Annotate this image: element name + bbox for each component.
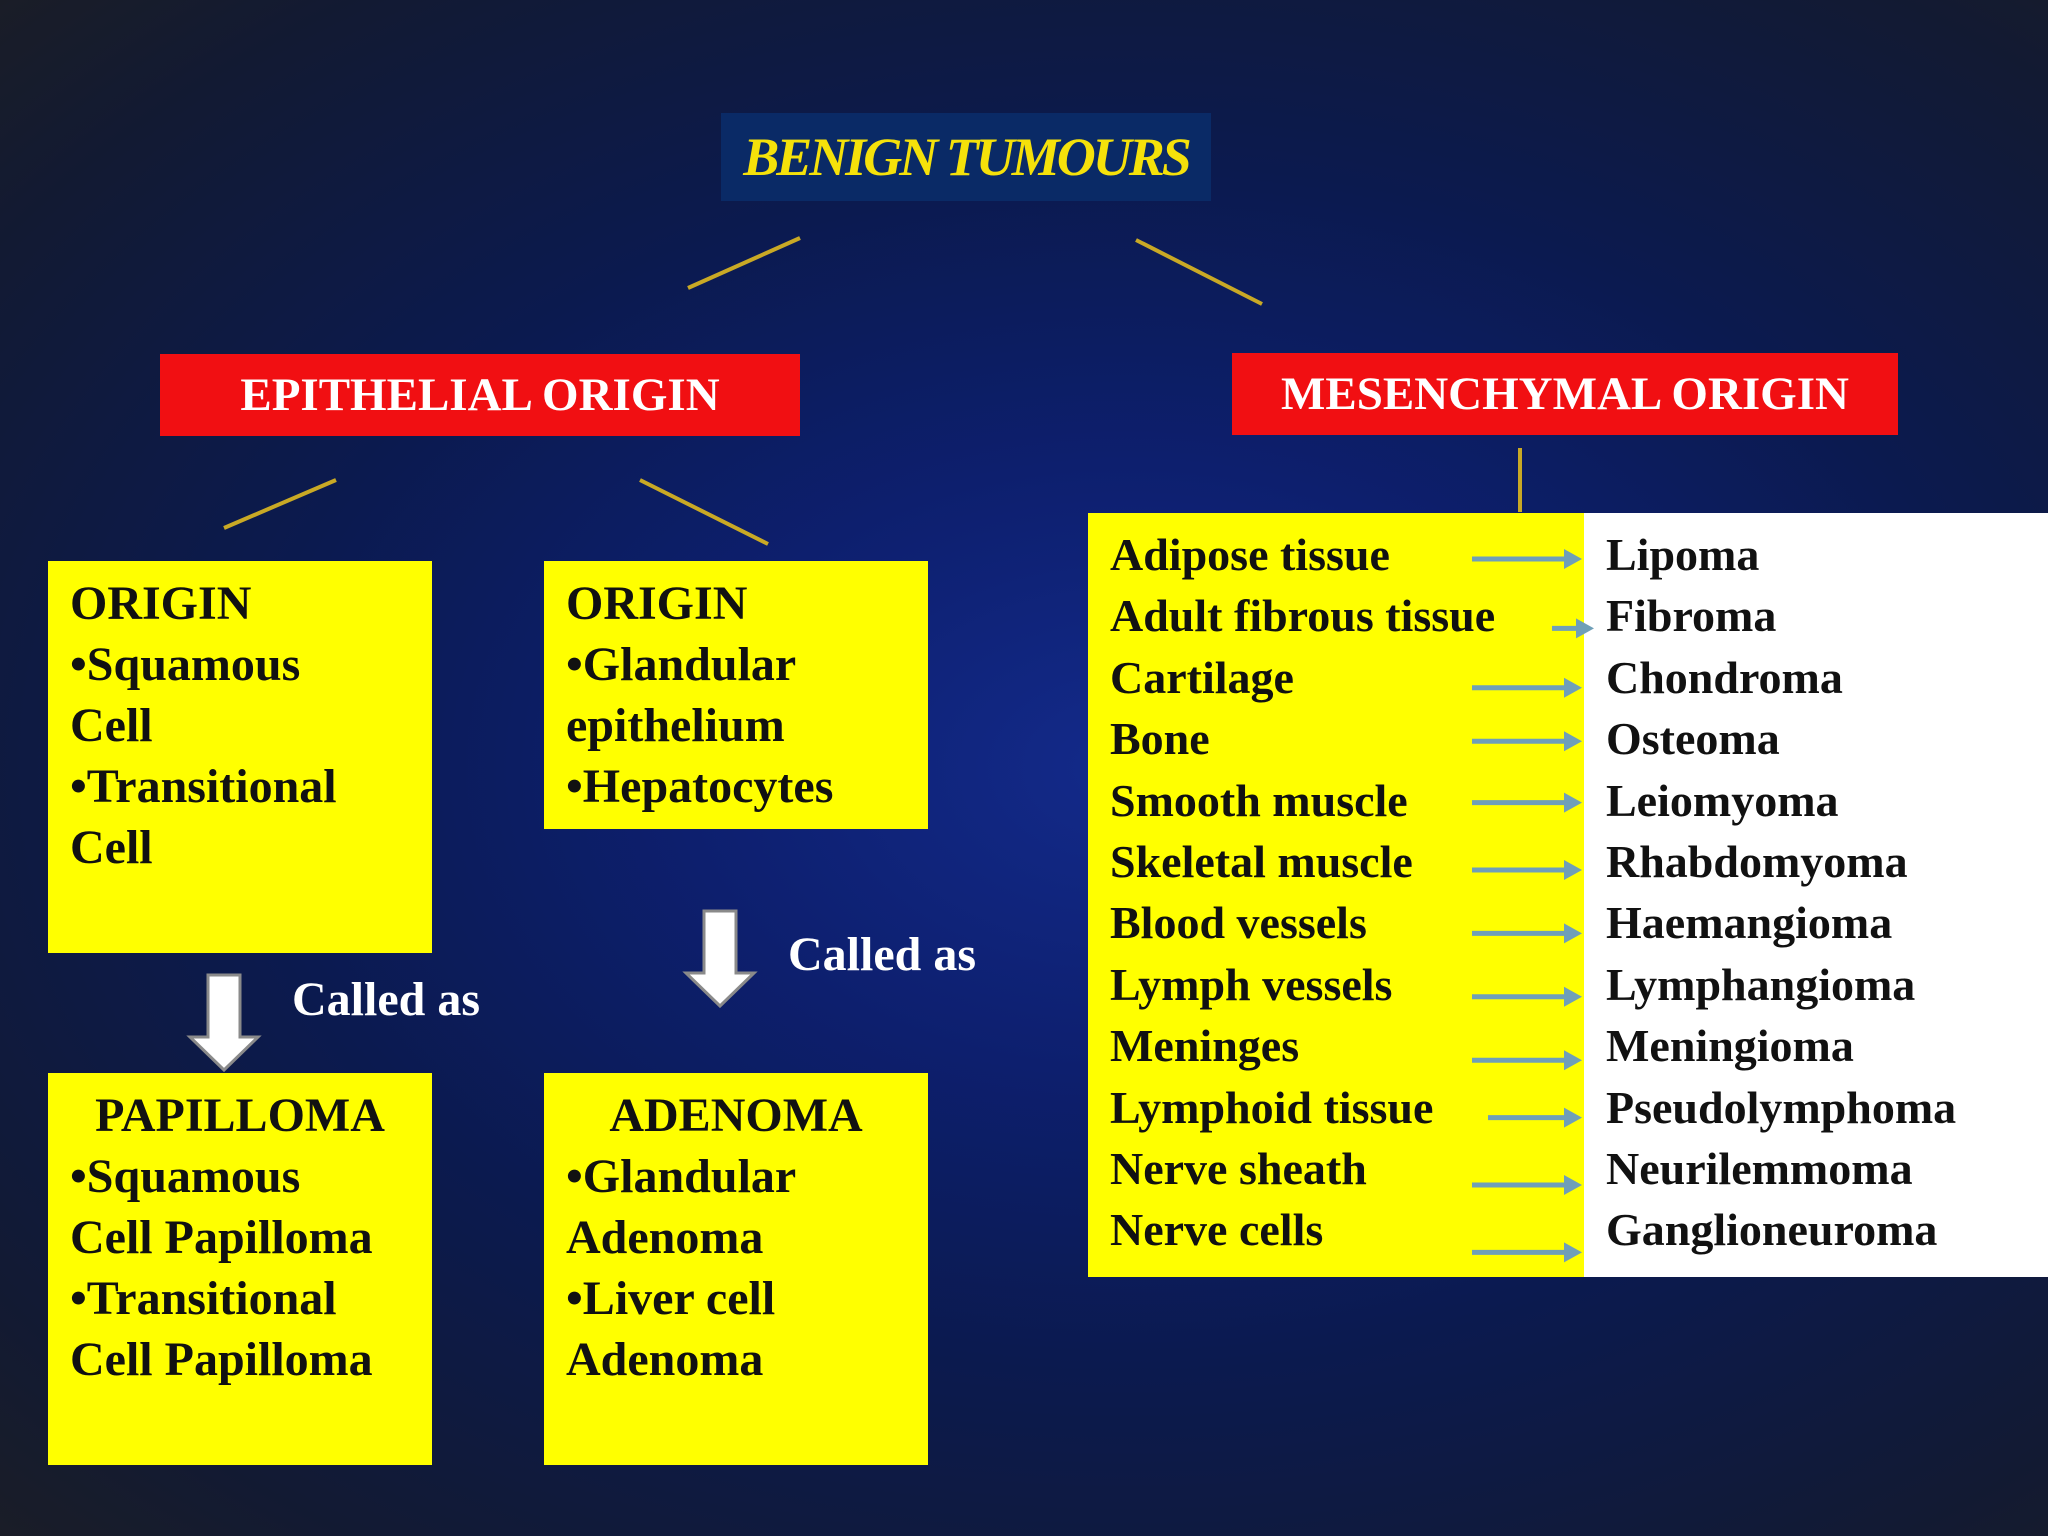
mesenchymal-tumour-panel <box>1584 513 2048 1277</box>
box-line: •Glandular <box>566 1150 797 1203</box>
squamous-origin-box: ORIGIN •Squamous Cell •Transitional Cell <box>48 561 432 953</box>
tumour-label: Ganglioneuroma <box>1606 1204 1938 1256</box>
tissue-label: Lymph vessels <box>1110 958 1393 1010</box>
called-as-label: Called as <box>292 973 481 1026</box>
down-arrow-icon <box>682 909 758 1009</box>
box-line: •Glandular <box>566 638 797 691</box>
tumour-label: Lymphangioma <box>1606 958 1916 1010</box>
tissue-label: Nerve cells <box>1110 1204 1324 1256</box>
box-line: •Transitional <box>70 1272 337 1325</box>
connector-epithelial-to-glandular <box>639 478 769 546</box>
box-line: Cell <box>70 821 153 874</box>
papilloma-title: PAPILLOMA <box>95 1089 385 1142</box>
box-line: ORIGIN <box>70 577 252 630</box>
box-line: Cell Papilloma <box>70 1211 373 1264</box>
tissue-label: Meninges <box>1110 1020 1300 1072</box>
mesenchymal-tissue-panel <box>1088 513 1584 1277</box>
box-line: Cell Papilloma <box>70 1333 373 1386</box>
tissue-label: Adipose tissue <box>1110 529 1390 580</box>
box-line: epithelium <box>566 699 785 752</box>
tumour-label: Leiomyoma <box>1606 774 1839 826</box>
box-line: •Transitional <box>70 760 337 813</box>
box-line: Cell <box>70 699 153 752</box>
epithelial-origin-header: EPITHELIAL ORIGIN <box>160 354 800 436</box>
tumour-label: Lipoma <box>1606 529 1760 580</box>
box-line: •Squamous <box>70 638 301 691</box>
papilloma-box: PAPILLOMA •Squamous Cell Papilloma •Tran… <box>48 1073 432 1465</box>
glandular-origin-box: ORIGIN •Glandular epithelium •Hepatocyte… <box>544 561 928 829</box>
tissue-label: Cartilage <box>1110 651 1294 703</box>
box-line: •Hepatocytes <box>566 760 834 813</box>
tissue-label: Lymphoid tissue <box>1110 1081 1434 1133</box>
down-arrow-icon <box>186 973 262 1073</box>
tumour-label: Osteoma <box>1606 713 1780 765</box>
adenoma-title: ADENOMA <box>609 1089 863 1142</box>
page-title: BENIGN TUMOURS <box>743 127 1192 187</box>
tumour-label: Rhabdomyoma <box>1606 836 1908 887</box>
box-line: Adenoma <box>566 1333 764 1386</box>
tissue-label: Bone <box>1110 713 1210 765</box>
tumour-label: Pseudolymphoma <box>1606 1081 1957 1133</box>
title-box: BENIGN TUMOURS <box>721 113 1211 201</box>
adenoma-box: ADENOMA •Glandular Adenoma •Liver cell A… <box>544 1073 928 1465</box>
tissue-label: Skeletal muscle <box>1110 836 1413 887</box>
box-line: •Squamous <box>70 1150 301 1203</box>
mesenchymal-origin-header: MESENCHYMAL ORIGIN <box>1232 353 1898 435</box>
tumour-label: Haemangioma <box>1606 897 1893 949</box>
tumour-label: Neurilemmoma <box>1606 1143 1913 1194</box>
connector-title-to-mesenchymal <box>1135 238 1263 306</box>
box-line: ORIGIN <box>566 577 748 630</box>
tissue-label: Blood vessels <box>1110 897 1367 949</box>
tumour-label: Fibroma <box>1606 590 1777 642</box>
tissue-label: Nerve sheath <box>1110 1143 1367 1194</box>
connector-title-to-epithelial <box>687 236 801 290</box>
tumour-label: Meningioma <box>1606 1020 1854 1072</box>
box-line: Adenoma <box>566 1211 764 1264</box>
box-line: •Liver cell <box>566 1272 776 1325</box>
connector-epithelial-to-squamous <box>223 478 337 530</box>
tissue-label: Adult fibrous tissue <box>1110 590 1496 642</box>
tumour-label: Chondroma <box>1606 651 1843 703</box>
tissue-label: Smooth muscle <box>1110 774 1408 826</box>
called-as-label: Called as <box>788 928 977 981</box>
